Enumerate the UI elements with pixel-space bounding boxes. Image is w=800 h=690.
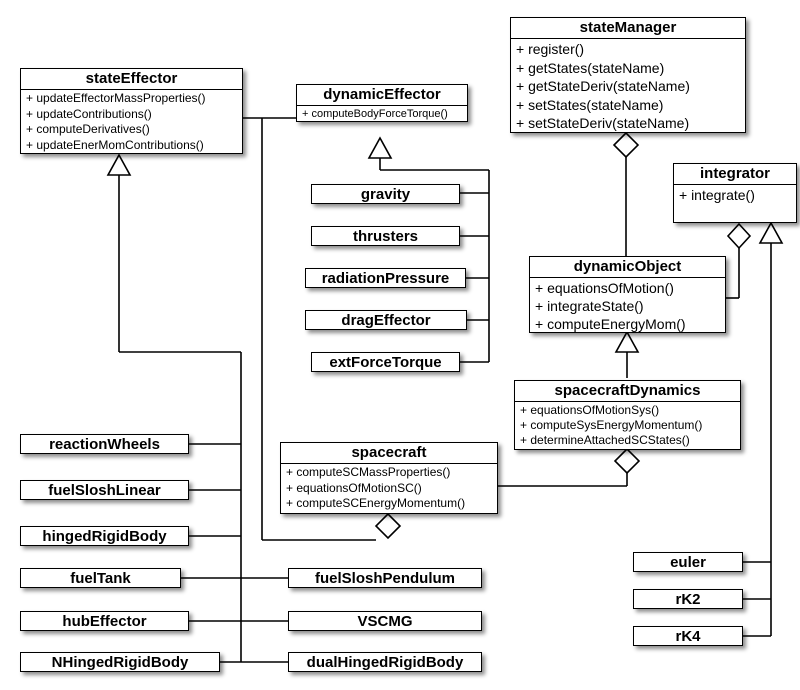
class-integrator: integrator + integrate() [673,163,797,223]
box-dragEffector: dragEffector [305,310,467,330]
box-reactionWheels: reactionWheels [20,434,189,454]
class-title: integrator [674,164,796,185]
method: + setStates(stateName) [516,96,664,113]
box-gravity: gravity [311,184,460,204]
method: + determineAttachedSCStates() [520,433,690,447]
method: + setStateDeriv(stateName) [516,115,690,131]
method: + computeSysEnergyMomentum() [520,418,703,432]
class-spacecraftDynamics: spacecraftDynamics + equationsOfMotionSy… [514,380,741,450]
box-fuelSloshLinear: fuelSloshLinear [20,480,189,500]
box-hingedRigidBody: hingedRigidBody [20,526,189,546]
box-rK4: rK4 [633,626,743,646]
class-title: dynamicEffector [297,85,467,106]
class-title: dynamicObject [530,257,725,278]
method: + register() [516,41,585,57]
method: + equationsOfMotionSC() [286,480,422,495]
method: + updateContributions() [26,106,152,121]
box-dualHingedRigidBody: dualHingedRigidBody [288,652,482,672]
box-extForceTorque: extForceTorque [311,352,460,372]
box-thrusters: thrusters [311,226,460,246]
method: + equationsOfMotionSys() [520,403,660,417]
box-VSCMG: VSCMG [288,611,482,631]
box-radiationPressure: radiationPressure [305,268,466,288]
method: + computeEnergyMom() [535,316,686,332]
class-title: stateManager [511,18,745,39]
method: + updateEnerMomContributions() [26,137,204,152]
method: + computeBodyForceTorque() [302,108,448,120]
box-NHingedRigidBody: NHingedRigidBody [20,652,220,672]
class-title: stateEffector [21,69,242,90]
method: + computeDerivatives() [26,122,150,136]
method: + equationsOfMotion() [535,280,674,296]
method: + updateEffectorMassProperties() [26,91,206,105]
method: + computeSCMassProperties() [286,465,451,479]
box-fuelSloshPendulum: fuelSloshPendulum [288,568,482,588]
class-title: spacecraft [281,443,497,464]
class-stateManager: stateManager + register() + getStates(st… [510,17,746,133]
box-rK2: rK2 [633,589,743,609]
box-euler: euler [633,552,743,572]
method: + integrateState() [535,298,644,314]
method: + getStateDeriv(stateName) [516,78,690,94]
class-dynamicObject: dynamicObject + equationsOfMotion() + in… [529,256,726,333]
method: + computeSCEnergyMomentum() [286,496,466,510]
method: + getStates(stateName) [516,59,665,76]
class-spacecraft: spacecraft + computeSCMassProperties() +… [280,442,498,514]
class-title: spacecraftDynamics [515,381,740,402]
box-fuelTank: fuelTank [20,568,181,588]
class-dynamicEffector: dynamicEffector + computeBodyForceTorque… [296,84,468,122]
method: + integrate() [679,187,755,203]
box-hubEffector: hubEffector [20,611,189,631]
class-stateEffector: stateEffector + updateEffectorMassProper… [20,68,243,154]
